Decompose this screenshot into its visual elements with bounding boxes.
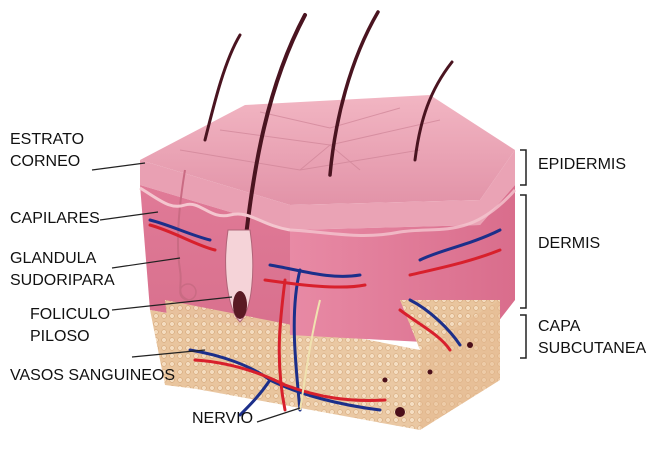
- leader-lines: [91, 162, 301, 423]
- label-glandula-line1: GLANDULA: [10, 250, 97, 267]
- dermis-front-face: [140, 185, 290, 335]
- label-estrato-corneo: ESTRATO CORNEO: [10, 129, 84, 173]
- label-foliculo-line2: PILOSO: [30, 328, 90, 345]
- label-glandula-line2: SUDORIPARA: [10, 272, 115, 289]
- label-capa-line2: SUBCUTANEA: [538, 340, 647, 357]
- right-epidermis-face: [290, 150, 515, 230]
- label-dermis: DERMIS: [538, 235, 601, 252]
- arteries: [148, 223, 502, 412]
- label-vasos-sanguineos: VASOS SANGUINEOS: [10, 367, 176, 384]
- label-foliculo-line1: FOLICULO: [30, 306, 111, 323]
- label-capilares: CAPILARES: [10, 210, 100, 227]
- label-nervio: NERVIO: [192, 410, 254, 427]
- fat-pore: [395, 407, 405, 417]
- label-estrato-corneo-line2: CORNEO: [10, 153, 81, 170]
- layer-brackets: [520, 149, 527, 359]
- label-glandula-sudoripara: GLANDULA SUDORIPARA: [10, 248, 115, 292]
- label-epidermis: EPIDERMIS: [538, 156, 627, 173]
- label-foliculo-piloso: FOLICULO PILOSO: [30, 304, 110, 348]
- label-estrato-corneo-line1: ESTRATO: [10, 131, 85, 148]
- label-capa-subcutanea: CAPA SUBCUTANEA: [538, 316, 646, 360]
- nerve: [299, 299, 321, 411]
- subcutaneous-lower-slab: [165, 300, 420, 430]
- epidermis-front-face: [140, 160, 290, 230]
- label-capa-line1: CAPA: [538, 318, 581, 335]
